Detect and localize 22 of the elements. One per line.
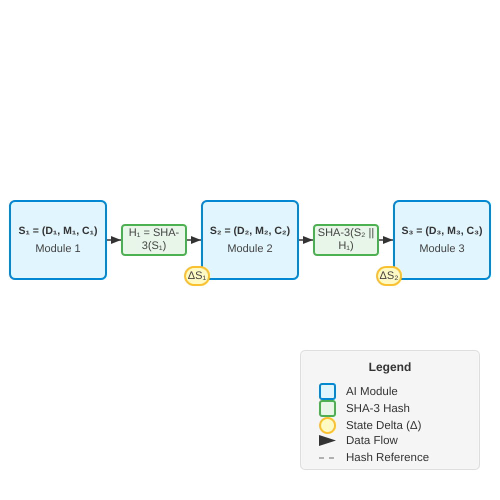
legend-title: Legend (368, 360, 412, 374)
hash-formula: SHA-3(S₂ || H₁) (316, 227, 376, 253)
legend-label: SHA-3 Hash (346, 402, 410, 414)
delta-label: ΔS₁ (188, 270, 206, 282)
module-label: Module 2 (227, 242, 273, 256)
legend-label: Hash Reference (346, 452, 430, 464)
state-formula: S₃ = (D₃, M₃, C₃) (402, 224, 482, 237)
legend-label: Data Flow (346, 434, 398, 446)
hash-formula: H₁ = SHA-3(S₁) (128, 227, 180, 253)
arrow (187, 236, 201, 244)
module-label: Module 3 (419, 242, 465, 256)
arrow (299, 236, 313, 244)
state-formula: S₂ = (D₂, M₂, C₂) (210, 224, 290, 237)
module-box (9, 200, 107, 280)
arrow (379, 236, 393, 244)
hash-box (121, 224, 187, 256)
legend-label: AI Module (346, 386, 398, 398)
state-formula: S₁ = (D₁, M₁, C₁) (18, 224, 98, 237)
arrow (107, 236, 121, 244)
module-label: Module 1 (35, 242, 81, 256)
delta-label: ΔS₂ (380, 270, 398, 282)
legend-label: State Delta (Δ) (346, 420, 422, 432)
